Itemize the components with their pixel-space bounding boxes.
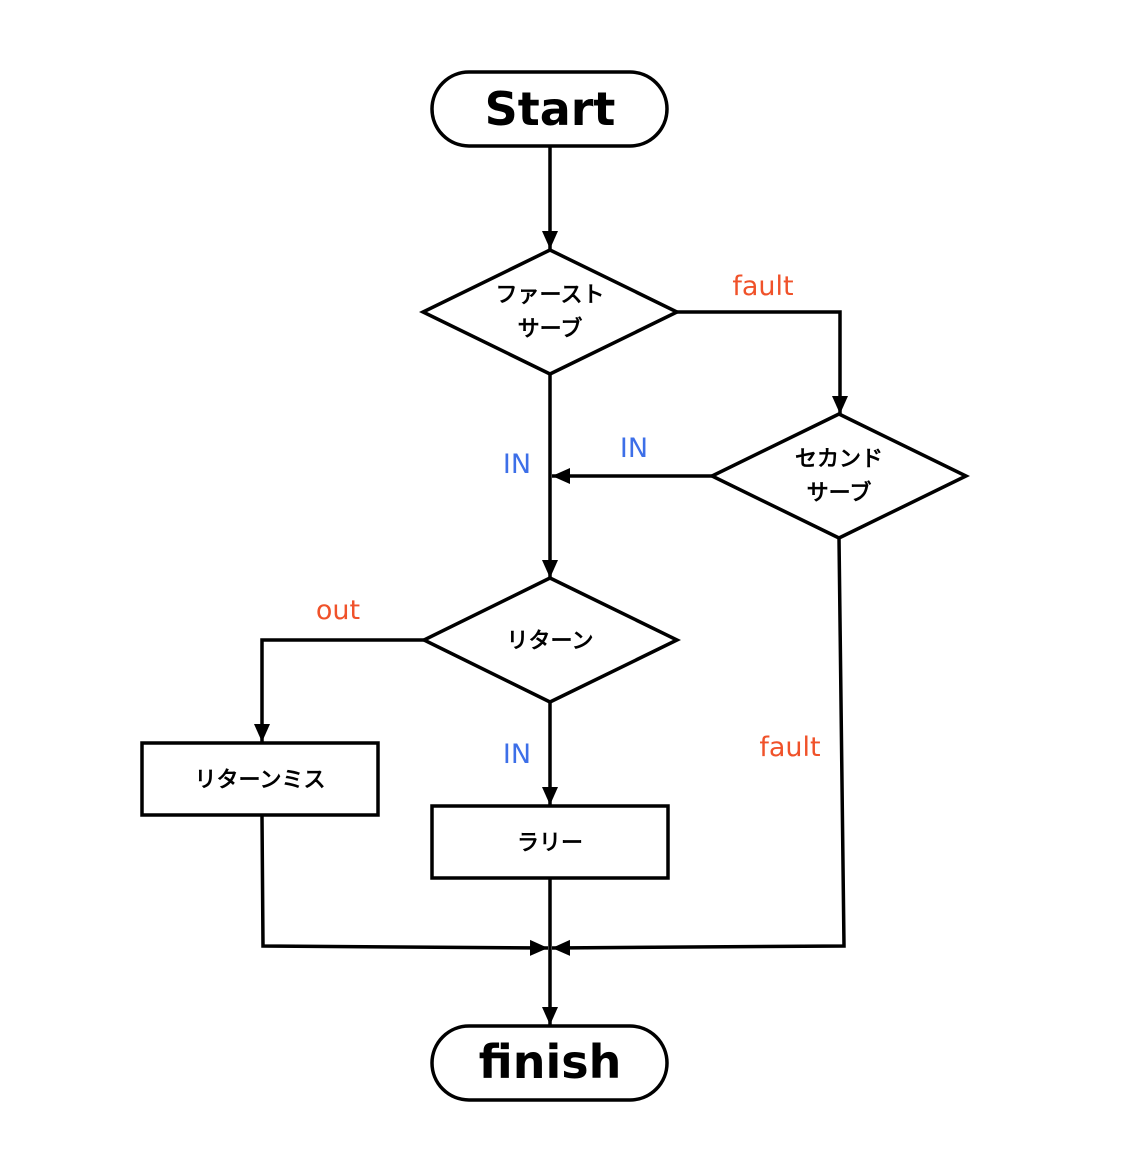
rally-label: ラリー (517, 831, 583, 856)
edge-second-serve-fault (551, 537, 846, 956)
finish-label: finish (479, 1035, 622, 1089)
edge-labels: fault IN IN out IN fault (316, 271, 821, 770)
second-serve-node: セカンド サーブ (708, 412, 970, 540)
second-serve-fault-label: fault (759, 732, 820, 763)
finish-node: finish (430, 1024, 669, 1102)
second-serve-label-line2: サーブ (807, 480, 872, 506)
connectors (254, 147, 848, 1025)
first-serve-label-line1: ファースト (496, 283, 605, 308)
edge-first-serve-fault (677, 310, 848, 414)
start-node: Start (430, 70, 669, 148)
second-serve-label-line1: セカンド (795, 447, 883, 472)
second-serve-in-label: IN (620, 433, 648, 464)
start-label: Start (485, 82, 616, 136)
first-serve-fault-label: fault (732, 271, 793, 302)
return-out-label: out (316, 595, 360, 626)
return-miss-node: リターンミス (140, 741, 380, 817)
edge-return-out (254, 638, 424, 742)
return-label: リターン (507, 629, 594, 654)
first-serve-in-label: IN (503, 449, 531, 480)
first-serve-node: ファースト サーブ (419, 248, 681, 376)
rally-node: ラリー (430, 804, 670, 880)
return-node: リターン (420, 576, 681, 704)
return-in-label: IN (503, 739, 531, 770)
return-miss-label: リターンミス (195, 768, 326, 793)
first-serve-label-line2: サーブ (518, 316, 583, 342)
edge-return-miss-to-merge (260, 815, 549, 956)
